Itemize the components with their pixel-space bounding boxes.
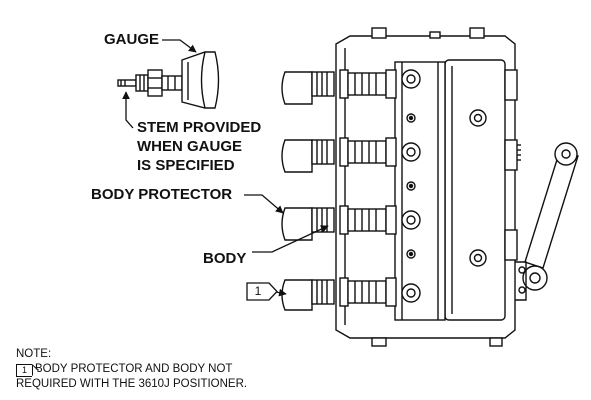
gauge-port-row-2 [281,137,397,173]
gauge-label: GAUGE [104,31,160,48]
callout-number: 1 [254,284,262,298]
gauge-leader [162,39,197,53]
note-text-line-1: BODY PROTECTOR AND BODY NOT [35,363,233,375]
stem-label-line-3: IS SPECIFIED [137,157,235,174]
callout-flag-shape [246,282,278,301]
gauge-port-row-1 [281,69,397,105]
gauge-assembly [117,51,220,109]
positioner-housing [335,27,579,347]
note-line-1: 1 BODY PROTECTOR AND BODY NOT [16,362,232,377]
leader-lines [122,39,329,297]
note-flag-number: 1 [21,365,27,375]
stem-label-line-1: STEM PROVIDED [137,119,262,136]
note-line-2: REQUIRED WITH THE 3610J POSITIONER. [16,378,248,390]
callout-leader [275,288,287,297]
stem-label-line-2: WHEN GAUGE [137,138,242,155]
body-leader [252,225,329,253]
body-protector-label: BODY PROTECTOR [91,186,233,203]
gauge-port-row-4 [281,277,397,311]
body-label: BODY [203,250,247,267]
note-flag-icon: 1 [16,364,39,377]
body-protector-leader [244,194,284,214]
note-heading: NOTE: [16,348,52,360]
stem-leader [122,91,134,129]
